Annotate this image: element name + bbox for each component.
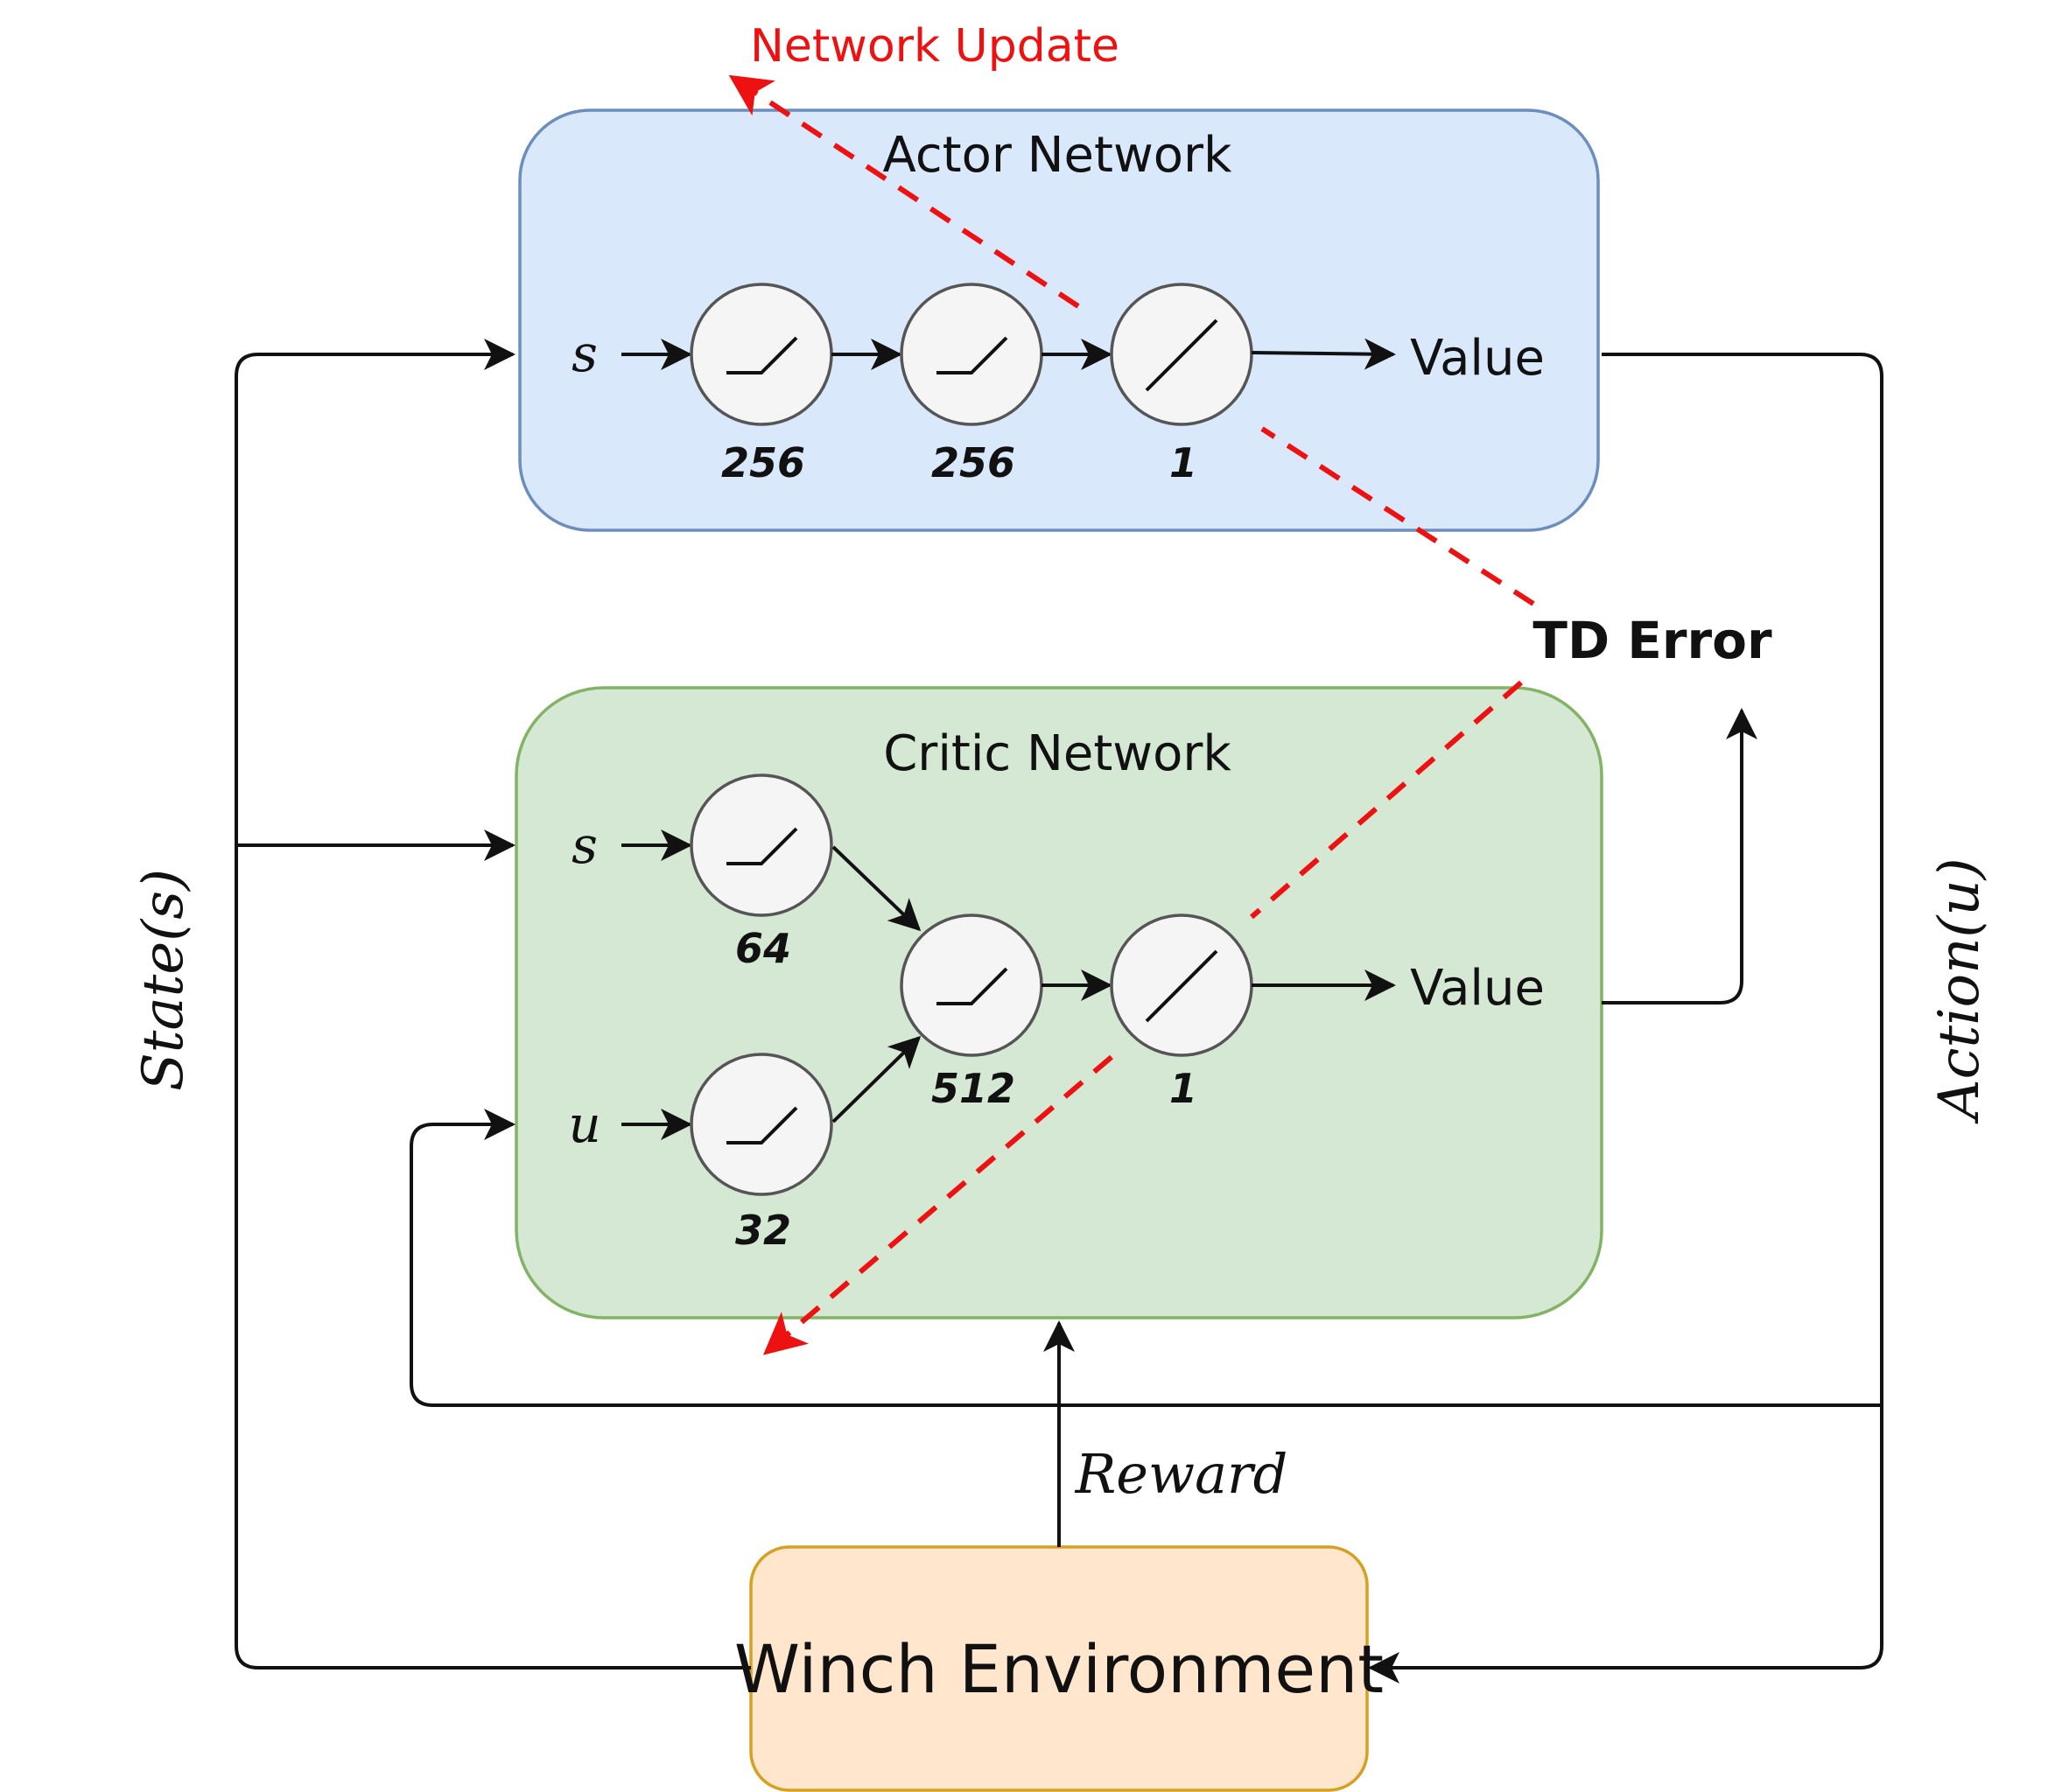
- relu-icon: [726, 827, 798, 865]
- reward-label: Reward: [1075, 1442, 1288, 1506]
- actor-input-s: s: [572, 324, 598, 383]
- action-wire: [1368, 353, 1883, 1684]
- critic-network-title: Critic Network: [883, 725, 1231, 782]
- critic-neuron-s: [690, 774, 833, 917]
- critic-to-td-error-wire: [1602, 708, 1757, 1004]
- td-error-label: TD Error: [1532, 611, 1772, 670]
- actor-neuron-1: [690, 283, 833, 426]
- action-to-critic-wire: [410, 1109, 1882, 1407]
- relu-icon: [726, 336, 798, 374]
- actor-layer-size-1: 256: [721, 439, 805, 486]
- network-update-label: Network Update: [750, 20, 1119, 73]
- actor-network-box: [518, 108, 1600, 532]
- relu-icon: [936, 967, 1008, 1005]
- critic-arrow-u-merge: [831, 1035, 922, 1124]
- relu-icon: [726, 1106, 798, 1144]
- linear-icon: [1145, 318, 1218, 392]
- critic-input-u: u: [568, 1095, 600, 1154]
- action-label: Action(u): [1927, 858, 1992, 1124]
- relu-icon: [936, 336, 1008, 374]
- critic-layer-size-u: 32: [735, 1207, 791, 1254]
- critic-input-s: s: [572, 816, 598, 875]
- critic-layer-size-out: 1: [1169, 1065, 1197, 1112]
- actor-output-arrow: [1251, 338, 1396, 370]
- winch-environment-title: Winch Environment: [734, 1630, 1384, 1708]
- critic-neuron-merge: [900, 914, 1043, 1057]
- state-feedback-wire: [235, 339, 751, 1670]
- state-label: State(s): [131, 869, 196, 1091]
- td-error-to-actor-dash: [1260, 426, 1535, 606]
- td-error-to-critic-dash: [1250, 680, 1523, 920]
- actor-value-label: Value: [1410, 330, 1545, 387]
- network-update-arrow-actor: [728, 74, 1080, 309]
- critic-neuron-out: [1110, 914, 1253, 1057]
- critic-arrow-s-merge: [831, 845, 922, 932]
- critic-neuron-u: [690, 1053, 833, 1196]
- actor-layer-size-2: 256: [931, 439, 1015, 486]
- critic-value-label: Value: [1410, 960, 1545, 1017]
- actor-neuron-2: [900, 283, 1043, 426]
- linear-icon: [1145, 949, 1218, 1023]
- critic-layer-size-s: 64: [735, 925, 791, 972]
- critic-layer-size-merge: 512: [931, 1065, 1015, 1112]
- actor-layer-size-3: 1: [1169, 439, 1197, 486]
- actor-neuron-3: [1110, 283, 1253, 426]
- actor-network-title: Actor Network: [883, 127, 1233, 184]
